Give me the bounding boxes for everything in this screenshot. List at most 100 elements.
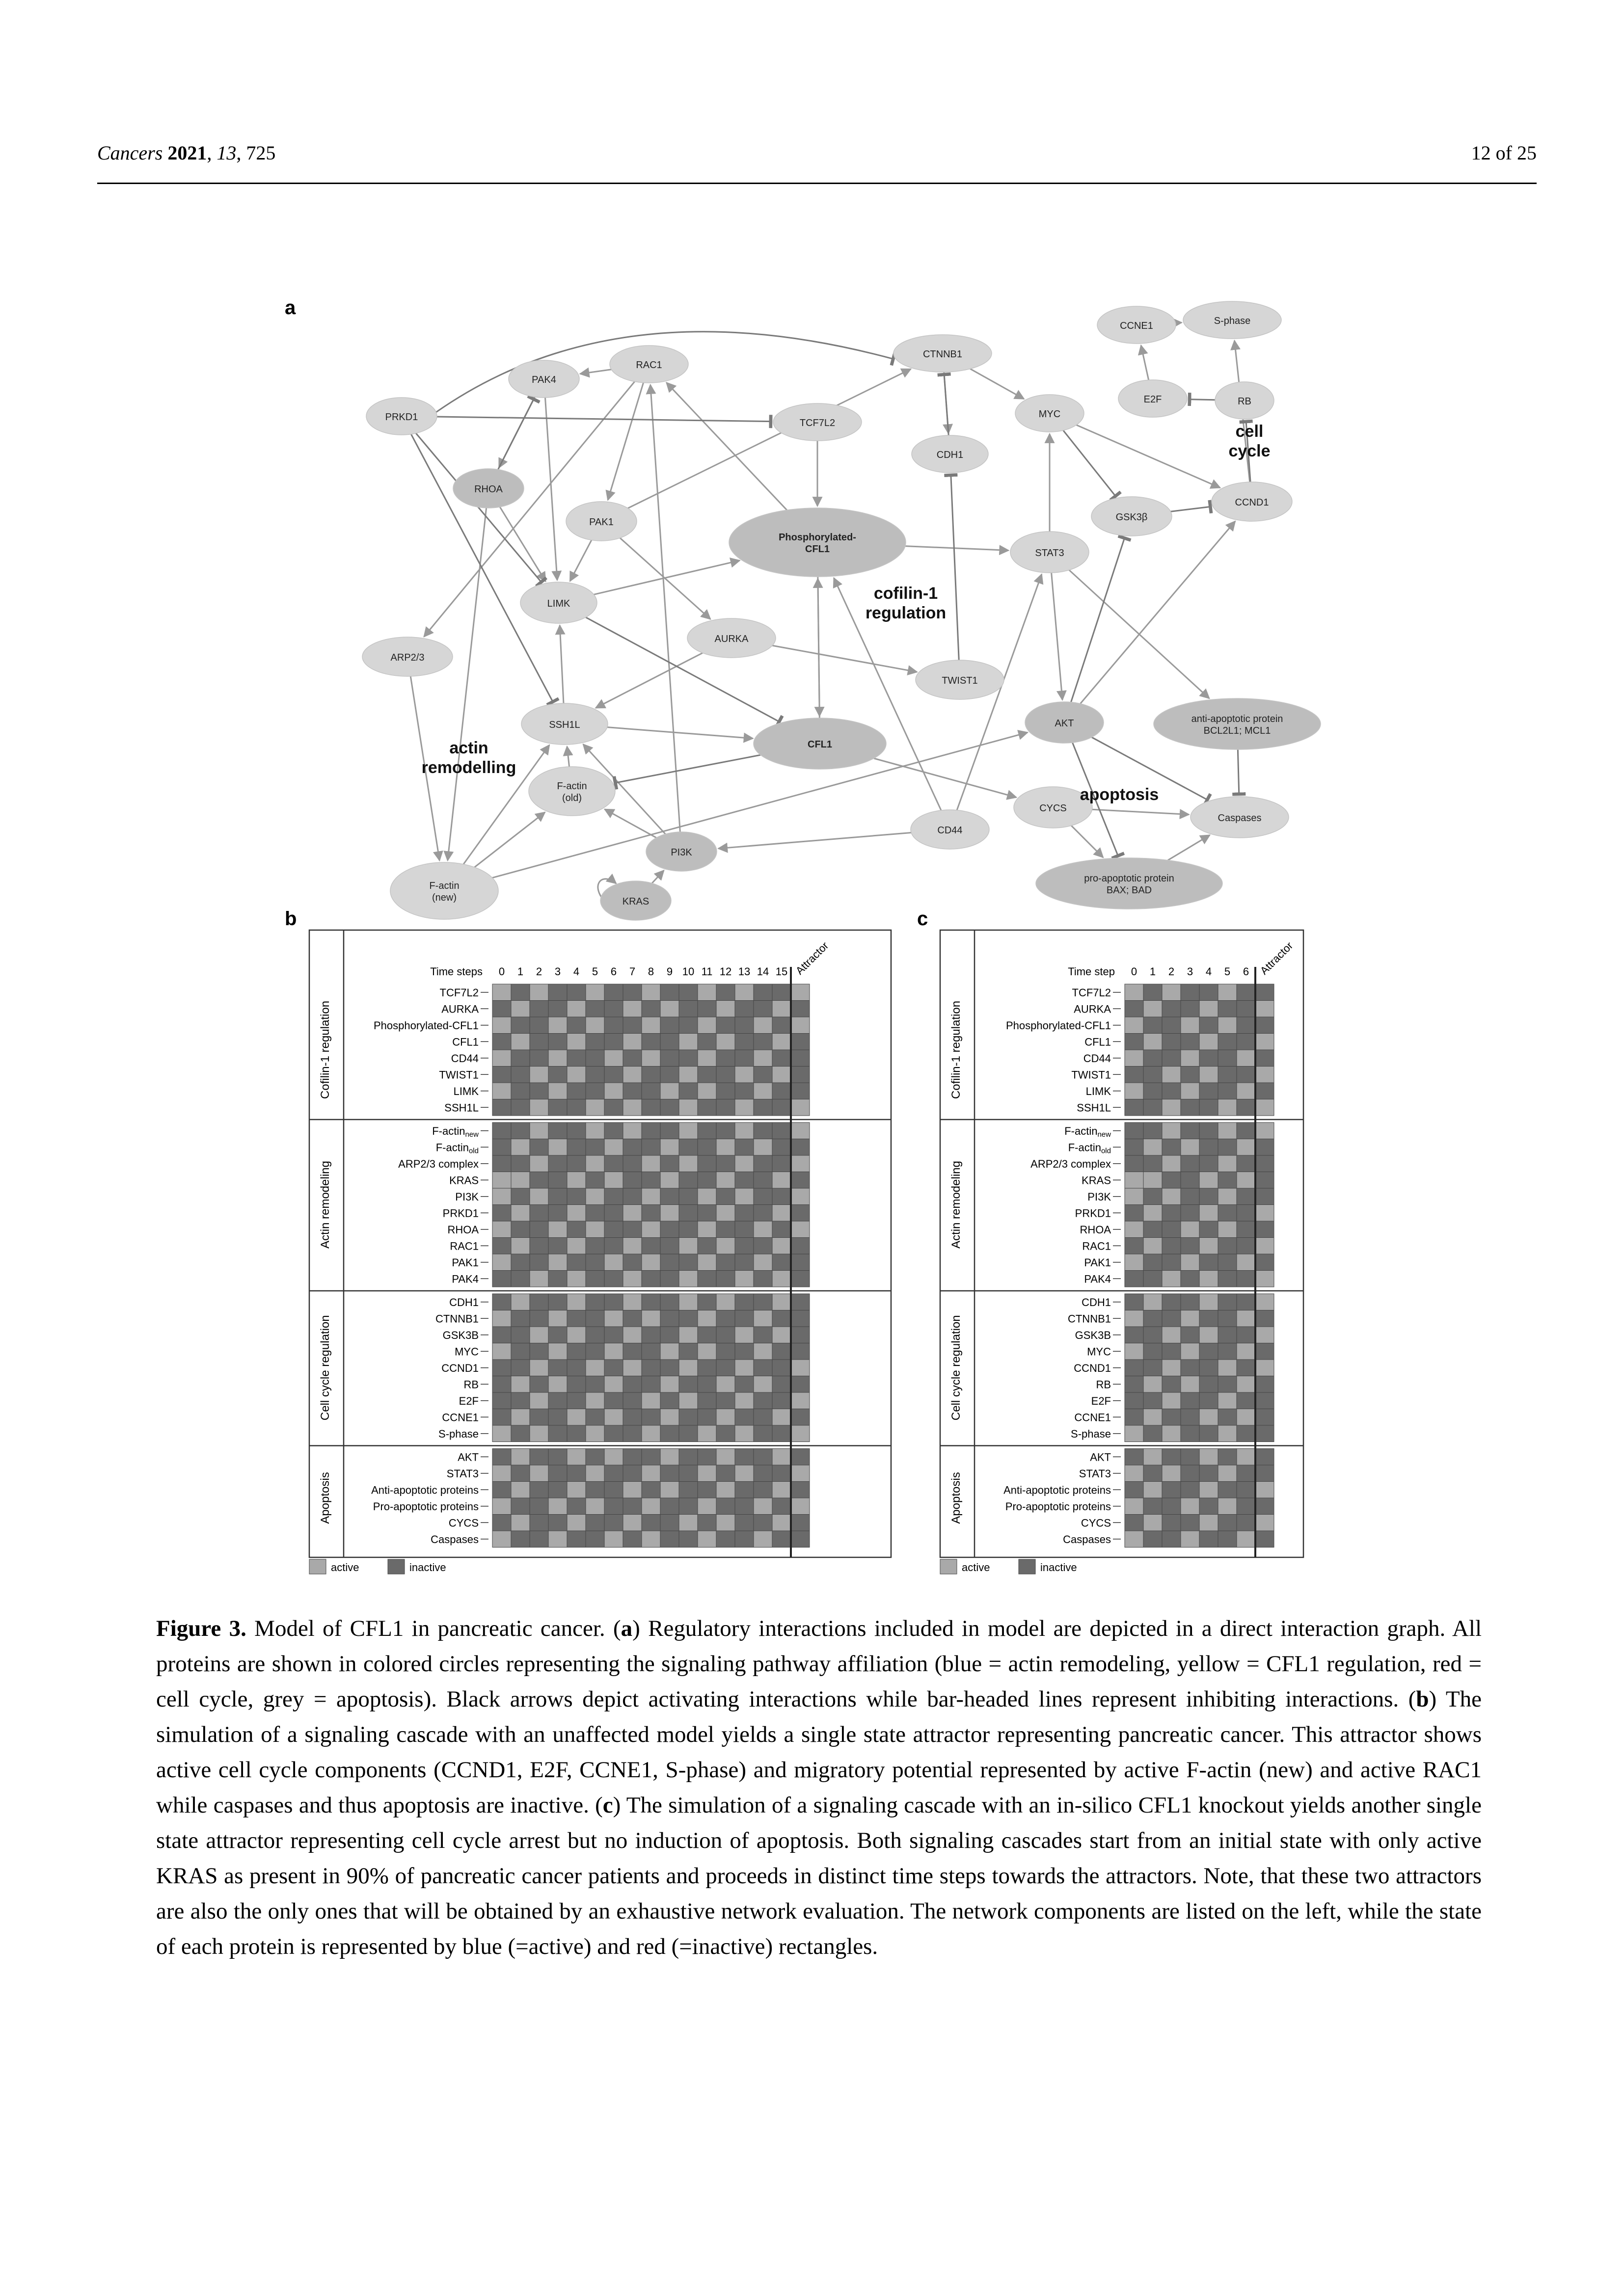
state-cell [660, 1425, 679, 1442]
row-label-rhoa: RHOA [1080, 1224, 1111, 1236]
state-cell [1143, 1310, 1163, 1327]
state-cell [548, 1514, 568, 1531]
state-cell [529, 1221, 549, 1238]
state-cell [678, 1343, 698, 1360]
state-cell [716, 1016, 735, 1034]
edge-ctnnb1-to-myc [970, 368, 1025, 400]
state-cell [548, 1122, 568, 1139]
state-cell [790, 1204, 810, 1222]
node-label: TCF7L2 [800, 418, 835, 428]
state-cell [1255, 1188, 1274, 1205]
state-cell [492, 1254, 512, 1271]
state-cell [772, 1122, 791, 1139]
state-cell [1218, 1099, 1237, 1116]
state-cell [1162, 1310, 1181, 1327]
edge-rac1-to-pak1 [605, 382, 645, 501]
legend-active-label: active [331, 1561, 359, 1574]
state-cell [604, 1497, 623, 1515]
state-cell [1124, 1049, 1144, 1067]
node-tcf7l2: TCF7L2 [773, 403, 862, 441]
state-cell [734, 1000, 754, 1017]
state-cell [1218, 1033, 1237, 1050]
state-cell [716, 1270, 735, 1287]
state-cell [585, 1293, 605, 1310]
state-cell [1218, 1409, 1237, 1426]
state-cell [772, 1359, 791, 1376]
state-cell [772, 1082, 791, 1099]
state-cell [641, 1155, 661, 1172]
state-cell [511, 1465, 530, 1482]
state-cell [511, 1392, 530, 1409]
state-cell [604, 1221, 623, 1238]
state-cell [585, 1122, 605, 1139]
state-cell [1143, 1172, 1163, 1189]
state-cell [585, 1016, 605, 1034]
state-cell [548, 1497, 568, 1515]
state-cell [772, 1514, 791, 1531]
state-cell [1218, 1326, 1237, 1343]
state-cell [604, 1409, 623, 1426]
state-cell [772, 1237, 791, 1255]
state-cell [734, 1409, 754, 1426]
state-cell [1143, 1392, 1163, 1409]
state-cell [1180, 1514, 1200, 1531]
state-cell [772, 1016, 791, 1034]
state-cell [697, 1033, 717, 1050]
edge-limk-inhibits-cfl1 [585, 616, 784, 728]
state-cell [678, 1376, 698, 1393]
row-label-myc: MYC [455, 1345, 479, 1358]
group-label-cell-cycle: cycle [1228, 442, 1270, 460]
state-cell [511, 1221, 530, 1238]
state-cell [1218, 1481, 1237, 1498]
state-cell [697, 1425, 717, 1442]
state-cell [492, 1310, 512, 1327]
state-cell [734, 1497, 754, 1515]
state-cell [623, 1530, 642, 1548]
state-cell [641, 1204, 661, 1222]
state-cell [753, 1497, 773, 1515]
row-label-f-actinnew: F-actinnew [1064, 1125, 1111, 1139]
state-cell [1162, 1392, 1181, 1409]
state-cell [1255, 1326, 1274, 1343]
state-cell [492, 1497, 512, 1515]
state-cell [1162, 1099, 1181, 1116]
node-label: (new) [432, 892, 457, 903]
state-cell [1255, 1392, 1274, 1409]
state-cell [660, 1082, 679, 1099]
state-cell [753, 1139, 773, 1156]
state-cell [716, 1392, 735, 1409]
row-label-pak4: PAK4 [1084, 1273, 1111, 1285]
node-label: S-phase [1214, 316, 1251, 326]
row-label-kras: KRAS [1082, 1174, 1111, 1186]
state-cell [660, 1310, 679, 1327]
state-cell [660, 1049, 679, 1067]
state-cell [585, 984, 605, 1001]
state-cell [1199, 1326, 1218, 1343]
time-step-number: 13 [738, 965, 750, 978]
state-cell [585, 1392, 605, 1409]
state-cell [734, 1293, 754, 1310]
edge-ccne1-to-sphase [1172, 318, 1183, 328]
state-cell [678, 1425, 698, 1442]
state-cell [1218, 1139, 1237, 1156]
state-cell [492, 1376, 512, 1393]
state-cell [790, 1310, 810, 1327]
state-cell [678, 1139, 698, 1156]
state-cell [604, 1254, 623, 1271]
state-cell [1143, 1359, 1163, 1376]
state-cell [641, 1270, 661, 1287]
state-cell [716, 1326, 735, 1343]
state-cell [1199, 1425, 1218, 1442]
state-cell [585, 1204, 605, 1222]
state-cell [641, 1530, 661, 1548]
state-cell [716, 1172, 735, 1189]
state-cell [1143, 1099, 1163, 1116]
state-cell [1124, 1221, 1144, 1238]
state-cell [790, 1409, 810, 1426]
state-cell [734, 1237, 754, 1255]
state-cell [734, 1465, 754, 1482]
state-cell [678, 1000, 698, 1017]
state-cell [697, 1066, 717, 1083]
state-cell [1218, 1000, 1237, 1017]
state-cell [697, 1310, 717, 1327]
